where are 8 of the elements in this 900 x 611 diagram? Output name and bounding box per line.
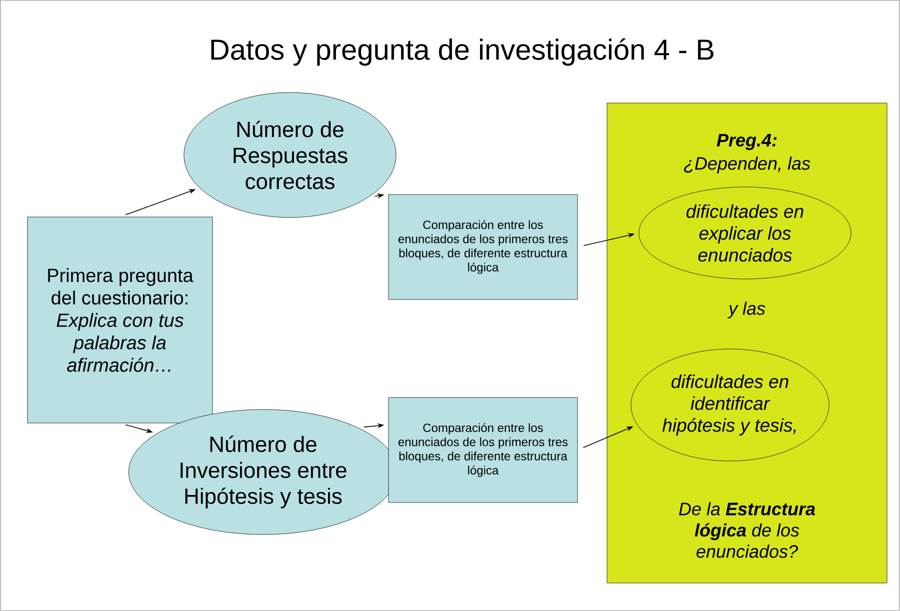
comparison-box: Comparación entre los enunciados de los primeros tres bloques, de diferente estructura lógica xyxy=(388,194,578,300)
question-text: ¿Dependen, las xyxy=(684,156,810,174)
question-label: Preg.4: xyxy=(716,134,777,150)
comparison-box: Comparación entre los enunciados de los primeros tres bloques, de diferente estructura lógica xyxy=(388,397,578,503)
question-text: De la Estructura lógica de los enunciados? xyxy=(679,502,815,558)
connector-text: y las xyxy=(727,302,766,318)
question-box: Primera pregunta del cuestionario: Explica con tus palabras la afirmación… xyxy=(27,216,213,424)
title: Datos y pregunta de investigación 4 - B xyxy=(211,38,714,66)
